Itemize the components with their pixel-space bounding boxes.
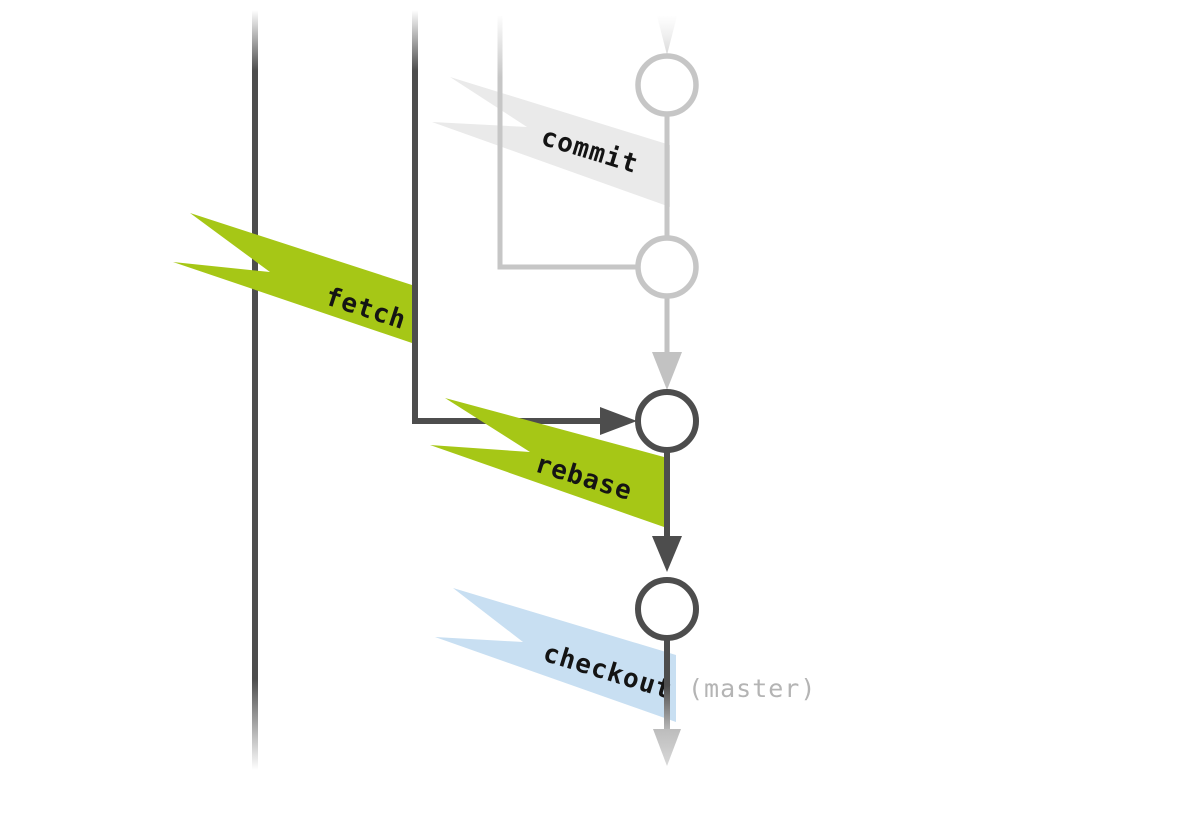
arrow-down-faded-icon bbox=[657, 16, 677, 55]
branch-line-gray bbox=[497, 16, 640, 270]
commit-node-4 bbox=[635, 577, 699, 641]
arrow-down-light-icon bbox=[653, 729, 681, 766]
commit-node-1 bbox=[635, 53, 699, 117]
arrow-down-dark-icon bbox=[652, 536, 682, 572]
commit-node-3 bbox=[635, 389, 699, 453]
branch-line-middle bbox=[412, 10, 602, 424]
commit-ribbon bbox=[432, 77, 670, 207]
rebase-ribbon bbox=[430, 398, 664, 527]
master-ref-label: (master) bbox=[688, 674, 816, 703]
arrow-down-gray-icon bbox=[652, 352, 682, 390]
fetch-ribbon bbox=[173, 213, 412, 343]
arrow-right-icon bbox=[600, 407, 637, 435]
checkout-ribbon bbox=[435, 588, 676, 722]
commit-node-2 bbox=[635, 235, 699, 299]
